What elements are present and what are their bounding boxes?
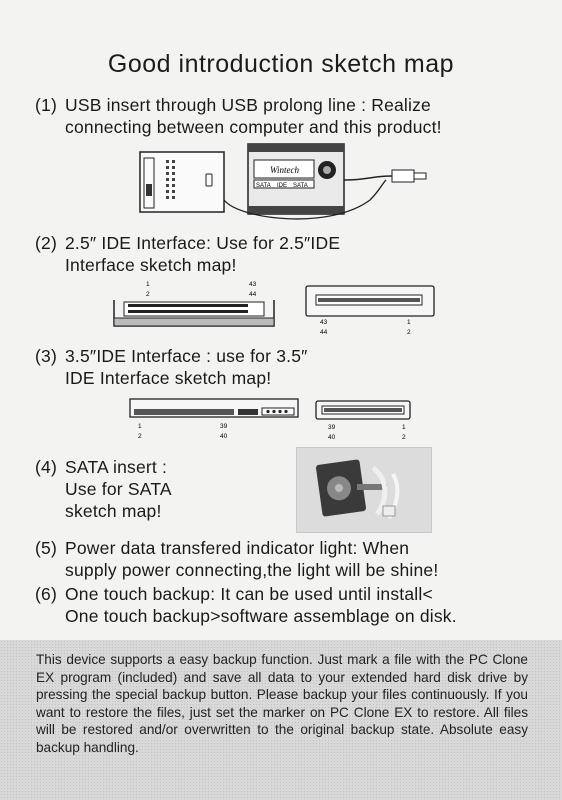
pin-label: 44 bbox=[249, 291, 257, 298]
device-port-right: SATA bbox=[293, 183, 308, 189]
item-number: (3) bbox=[35, 346, 57, 366]
item-number: (5) bbox=[35, 538, 57, 558]
item-number: (2) bbox=[35, 233, 57, 253]
pin-label: 1 bbox=[402, 424, 406, 431]
item-text-line2: supply power connecting,the light will b… bbox=[65, 560, 439, 580]
device-port-left: SATA bbox=[256, 183, 271, 189]
page-title: Good introduction sketch map bbox=[107, 50, 455, 78]
item-sata: (4) SATA insert : Use for SATA sketch map… bbox=[35, 456, 172, 522]
backup-info-text: This device supports a easy backup funct… bbox=[36, 652, 528, 755]
item-power-light: (5) Power data transfered indicator light… bbox=[35, 537, 438, 581]
device-brand: Wintech bbox=[270, 165, 299, 175]
item-number: (1) bbox=[35, 95, 57, 115]
pin-label: 39 bbox=[328, 424, 336, 431]
pin-label: 2 bbox=[138, 433, 142, 440]
item-text-line1: SATA insert : bbox=[65, 457, 168, 477]
pin-label: 43 bbox=[249, 281, 257, 288]
pin-label: 2 bbox=[402, 434, 406, 441]
sata-photo bbox=[296, 447, 432, 533]
pin-label: 2 bbox=[146, 291, 150, 298]
pin-label: 39 bbox=[220, 423, 228, 430]
backup-info-panel: This device supports a easy backup funct… bbox=[0, 640, 562, 800]
ide25-diagram: 1 43 2 44 43 1 44 2 bbox=[113, 281, 435, 336]
item-text-line1: USB insert through USB prolong line : Re… bbox=[65, 95, 431, 115]
hard-disk-photo-illustration bbox=[297, 448, 431, 532]
pin-label: 43 bbox=[320, 319, 328, 326]
pin-label: 1 bbox=[407, 319, 411, 326]
item-text-line1: 3.5″IDE Interface : use for 3.5″ bbox=[65, 346, 308, 366]
item-number: (6) bbox=[35, 584, 57, 604]
item-text-line2: Use for SATA bbox=[65, 479, 172, 499]
pin-label: 40 bbox=[328, 434, 336, 441]
item-text-line3: sketch map! bbox=[65, 501, 162, 521]
pin-label: 1 bbox=[146, 281, 150, 288]
item-text-line2: connecting between computer and this pro… bbox=[65, 117, 442, 137]
item-text-line2: One touch backup>software assemblage on … bbox=[65, 606, 457, 626]
pin-label: 2 bbox=[407, 329, 411, 336]
item-number: (4) bbox=[35, 457, 57, 477]
pin-label: 44 bbox=[320, 329, 328, 336]
usb-connection-diagram: Wintech SATA IDE SATA bbox=[139, 143, 427, 220]
item-ide25: (2) 2.5″ IDE Interface: Use for 2.5″IDE I… bbox=[35, 232, 340, 276]
item-ide35: (3) 3.5″IDE Interface : use for 3.5″ IDE … bbox=[35, 345, 308, 389]
item-text-line2: IDE Interface sketch map! bbox=[65, 368, 272, 388]
ide35-diagram: 1 39 2 40 39 1 40 2 bbox=[129, 398, 411, 441]
pin-label: 40 bbox=[220, 433, 228, 440]
item-text-line2: Interface sketch map! bbox=[65, 255, 237, 275]
item-text-line1: Power data transfered indicator light: W… bbox=[65, 538, 410, 558]
device-port-mid: IDE bbox=[277, 183, 287, 189]
item-text-line1: 2.5″ IDE Interface: Use for 2.5″IDE bbox=[65, 233, 341, 253]
item-usb-insert: (1) USB insert through USB prolong line :… bbox=[35, 94, 442, 138]
item-text-line1: One touch backup: It can be used until i… bbox=[65, 584, 433, 604]
pin-label: 1 bbox=[138, 423, 142, 430]
item-one-touch-backup: (6) One touch backup: It can be used unti… bbox=[35, 583, 457, 627]
